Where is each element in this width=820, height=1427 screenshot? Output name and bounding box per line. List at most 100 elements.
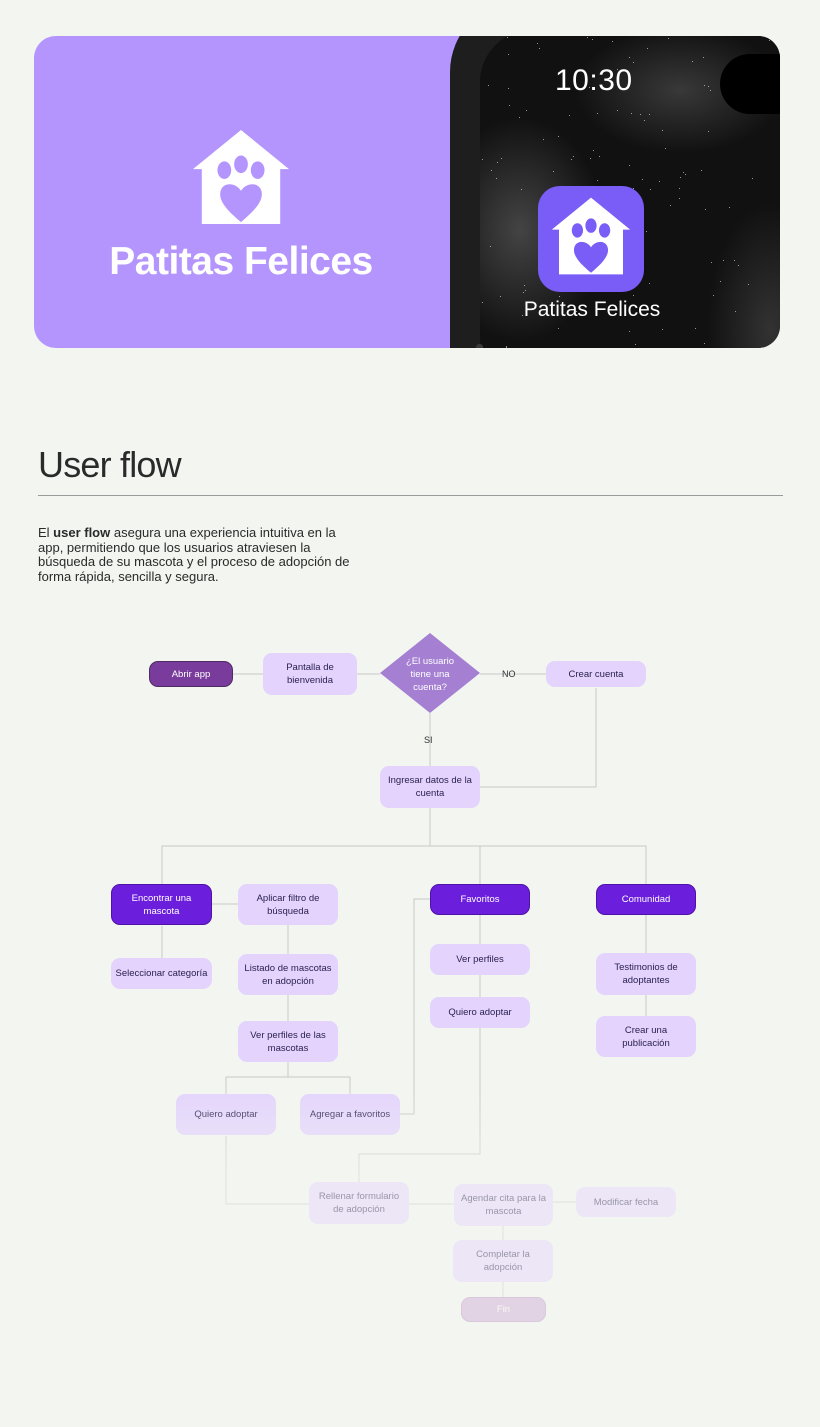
node-ver-perfiles[interactable]: Ver perfiles [430,944,530,975]
node-aplicar-filtro[interactable]: Aplicar filtro de búsqueda [238,884,338,925]
phone-clock: 10:30 [555,64,633,97]
node-favoritos[interactable]: Favoritos [430,884,530,915]
node-crear-cuenta[interactable]: Crear cuenta [546,661,646,687]
wallpaper-speck [532,308,533,309]
wallpaper-speck [629,165,630,166]
wallpaper-speck [490,246,491,247]
decision-label: ¿El usuario tiene una cuenta? [405,656,455,693]
wallpaper-speck [735,311,736,312]
edge-label-no: NO [502,669,516,679]
section-title: User flow [38,444,182,485]
node-ingresar-datos[interactable]: Ingresar datos de la cuenta [380,766,480,808]
dynamic-island [720,54,780,114]
phone-side-button [476,344,483,348]
wallpaper-speck [523,292,524,293]
wallpaper-speck [519,117,520,118]
wallpaper-speck [558,328,559,329]
node-encontrar-mascota[interactable]: Encontrar una mascota [111,884,212,925]
node-quiero-adoptar-1[interactable]: Quiero adoptar [176,1094,276,1135]
wallpaper-speck [558,136,559,137]
wallpaper-speck [679,198,680,199]
wallpaper-speck [571,305,572,306]
wallpaper-speck [524,285,525,286]
node-agendar-cita[interactable]: Agendar cita para la mascota [454,1184,553,1226]
wallpaper-speck [662,329,663,330]
wallpaper-speck [635,344,636,345]
wallpaper-speck [507,37,508,38]
wallpaper-speck [506,347,507,348]
wallpaper-speck [569,115,570,116]
wallpaper-speck [683,172,684,173]
node-crear-publicacion[interactable]: Crear una publicación [596,1016,696,1057]
wallpaper-speck [497,162,498,163]
wallpaper-speck [597,113,598,114]
wallpaper-speck [576,311,577,312]
phone-mockup: 10:30 Patitas Felices [450,36,780,348]
wallpaper-speck [539,48,540,49]
wallpaper-speck [589,87,590,88]
node-comunidad[interactable]: Comunidad [596,884,696,915]
node-seleccionar-categoria[interactable]: Seleccionar categoría [111,958,212,989]
node-pantalla-bienvenida[interactable]: Pantalla de bienvenida [263,653,357,695]
wallpaper-speck [642,179,643,180]
wallpaper-speck [508,88,509,89]
wallpaper-speck [482,302,483,303]
wallpaper-speck [525,290,526,291]
wallpaper-speck [710,90,711,91]
wallpaper-speck [752,178,753,179]
wallpaper-speck [650,189,651,190]
node-agregar-favoritos[interactable]: Agregar a favoritos [300,1094,400,1135]
phone-screen: 10:30 Patitas Felices [480,36,780,348]
description-bold: user flow [53,525,111,540]
paw-house-icon [192,129,290,225]
wallpaper-speck [573,156,574,157]
wallpaper-speck [701,170,702,171]
paw-house-icon [551,197,631,275]
app-icon[interactable] [538,186,644,292]
wallpaper-speck [708,131,709,132]
node-ver-perfiles-mascotas[interactable]: Ver perfiles de las mascotas [238,1021,338,1062]
wallpaper-speck [631,113,632,114]
wallpaper-speck [559,296,560,297]
wallpaper-speck [723,260,724,261]
wallpaper-speck [508,54,509,55]
section-divider [38,495,783,496]
wallpaper-speck [629,57,630,58]
wallpaper-speck [695,328,696,329]
node-fin[interactable]: Fin [461,1297,546,1322]
node-modificar-fecha[interactable]: Modificar fecha [576,1187,676,1217]
wallpaper-speck [679,188,680,189]
node-testimonios[interactable]: Testimonios de adoptantes [596,953,696,995]
wallpaper-speck [734,260,735,261]
wallpaper-speck [500,296,501,297]
wallpaper-speck [617,69,618,70]
hero-banner: Patitas Felices 10:30 Patitas Felices [34,36,780,348]
wallpaper-speck [769,40,770,41]
node-decision-cuenta[interactable]: ¿El usuario tiene una cuenta? [380,633,480,713]
wallpaper-speck [685,174,686,175]
description-prefix: El [38,525,54,540]
wallpaper-speck [670,205,671,206]
node-listado-mascotas[interactable]: Listado de mascotas en adopción [238,954,338,995]
section-description: El user flow asegura una experiencia int… [38,525,358,584]
node-completar-adopcion[interactable]: Completar la adopción [453,1240,553,1282]
wallpaper-speck [649,283,650,284]
wallpaper-speck [708,86,709,87]
wallpaper-speck [644,120,645,121]
node-quiero-adoptar-2[interactable]: Quiero adoptar [430,997,530,1028]
wallpaper-speck [599,156,600,157]
wallpaper-speck [729,207,730,208]
node-abrir-app[interactable]: Abrir app [149,661,233,687]
wallpaper-speck [612,41,613,42]
node-rellenar-formulario[interactable]: Rellenar formulario de adopción [309,1182,409,1224]
wallpaper-speck [705,209,706,210]
wallpaper-speck [491,170,492,171]
wallpaper-speck [521,189,522,190]
wallpaper-speck [496,178,497,179]
wallpaper-speck [748,284,749,285]
wallpaper-speck [633,62,634,63]
wallpaper-speck [659,181,660,182]
wallpaper-speck [703,57,704,58]
